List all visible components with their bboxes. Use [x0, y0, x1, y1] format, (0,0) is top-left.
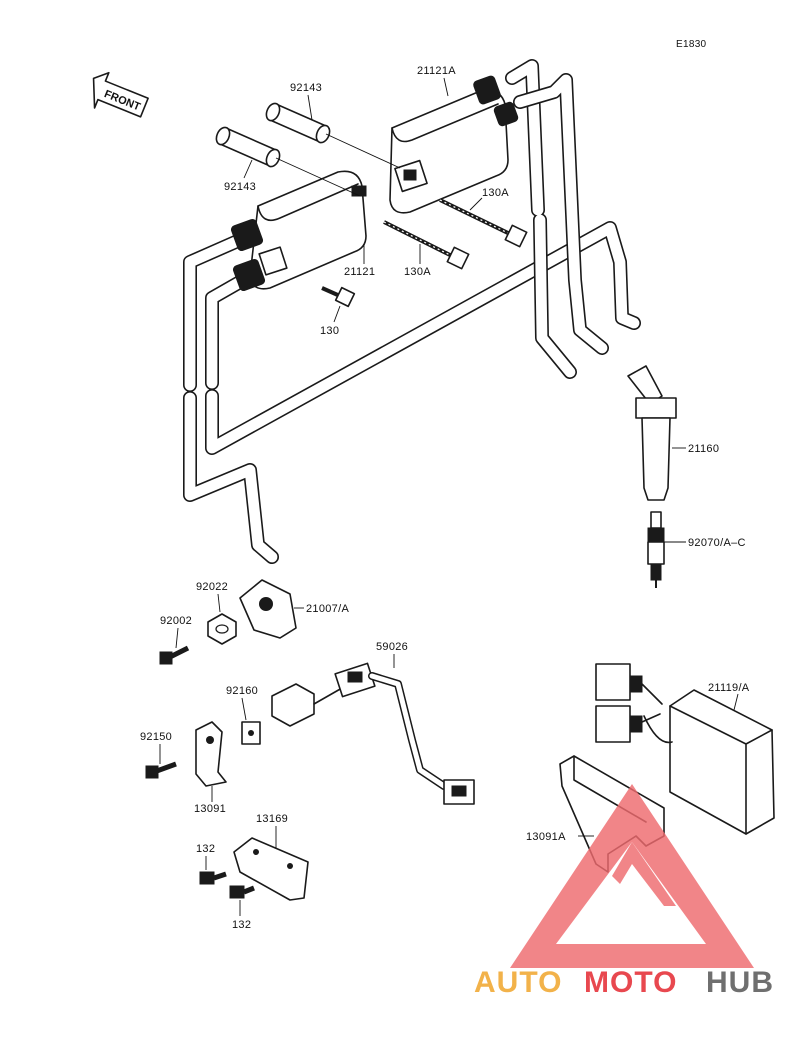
bolt-132-upper [199, 871, 227, 885]
label-92150: 92150 [140, 731, 172, 743]
label-92022: 92022 [196, 581, 228, 593]
label-21160: 21160 [688, 443, 719, 455]
plug-lead-inner-long [205, 221, 641, 455]
leader-21121a [443, 77, 449, 97]
bracket-13091 [195, 721, 227, 787]
label-92143-top: 92143 [290, 82, 322, 94]
label-21121a: 21121A [417, 65, 456, 77]
diagram-code: E1830 [676, 39, 707, 50]
label-132-top: 132 [196, 843, 215, 855]
label-21119: 21119/A [708, 682, 750, 694]
leader-130 [333, 305, 341, 323]
watermark-moto: MOTO [584, 966, 677, 999]
label-21121: 21121 [344, 266, 375, 278]
screw-92002 [159, 645, 190, 665]
ignition-coil-21121a [389, 75, 519, 214]
watermark-triangle [510, 784, 754, 968]
watermark-logo [510, 784, 754, 968]
label-92070: 92070/A–C [688, 537, 746, 549]
spark-plug-92070 [647, 511, 665, 588]
label-130a-mid: 130A [404, 266, 431, 278]
label-59026: 59026 [376, 641, 408, 653]
spacer-92143-lower [215, 126, 281, 168]
bolt-132-lower [229, 885, 255, 899]
pickup-coil-59026 [271, 662, 475, 805]
spacer-92143-upper [265, 102, 331, 144]
leader-92143-top [307, 94, 313, 121]
bolt-130a-right [439, 198, 528, 248]
leader-21119 [733, 693, 739, 711]
watermark-hub: HUB [706, 966, 774, 999]
ic-igniter-21119 [595, 663, 775, 835]
pickup-plate-21007 [239, 579, 297, 639]
leader-130a-right [469, 197, 483, 211]
spark-plug-cap-21160 [627, 365, 677, 501]
leader-92002 [175, 627, 179, 649]
front-arrow: FRONT [92, 71, 149, 118]
label-21007: 21007/A [306, 603, 349, 615]
plate-13169 [233, 837, 309, 901]
plug-lead-right-a [505, 59, 577, 379]
label-130a-right: 130A [482, 187, 509, 199]
label-13091: 13091 [194, 803, 226, 815]
washer-92160 [241, 721, 261, 745]
leader-92160 [241, 697, 247, 721]
bolt-130a-middle [383, 220, 470, 270]
watermark-auto: AUTO [474, 966, 562, 999]
plug-lead-right-b [513, 73, 609, 355]
label-92002: 92002 [160, 615, 192, 627]
plug-lead-outer [183, 233, 279, 564]
leader-92143-left [243, 159, 253, 179]
label-132-bottom: 132 [232, 919, 251, 931]
label-13169: 13169 [256, 813, 288, 825]
label-13091a: 13091A [526, 831, 566, 843]
label-92143-left: 92143 [224, 181, 256, 193]
spacer-guide-lines [275, 133, 401, 197]
screw-92150 [145, 761, 177, 779]
label-130: 130 [320, 325, 339, 337]
ignition-coil-21121 [230, 170, 367, 292]
bolt-130 [321, 286, 356, 308]
leader-92022 [217, 593, 221, 613]
nut-92022 [207, 613, 237, 645]
label-92160: 92160 [226, 685, 258, 697]
